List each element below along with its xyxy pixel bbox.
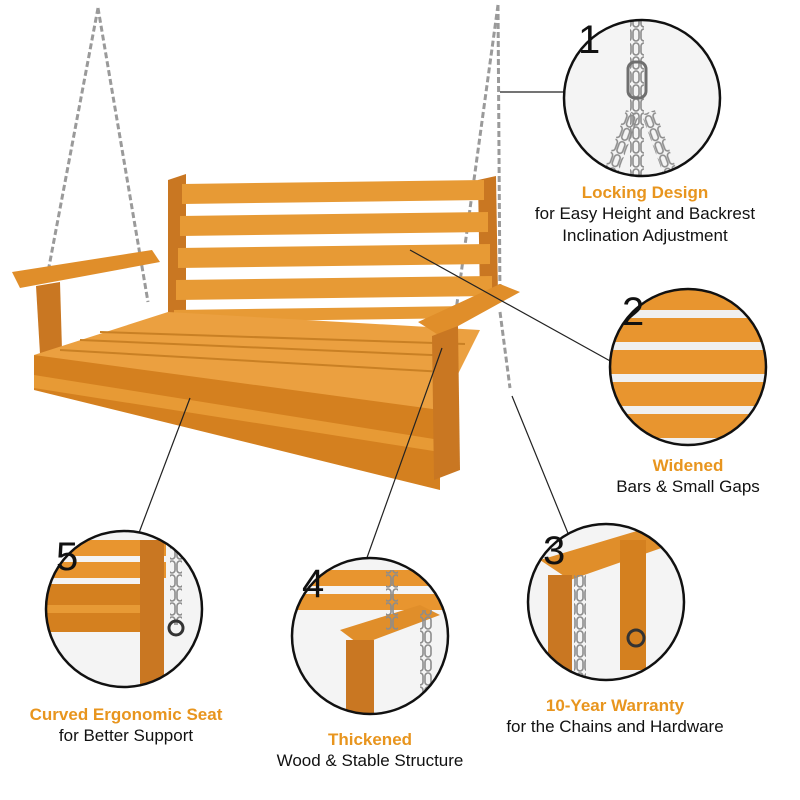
feature-number-4: 4 bbox=[302, 562, 325, 606]
feature-title: Locking Design bbox=[581, 183, 709, 202]
detail-circle-chain-lock bbox=[562, 18, 722, 178]
feature-subtitle: for the Chains and Hardware bbox=[506, 717, 724, 737]
leader-lines bbox=[133, 91, 613, 567]
detail-circle-slats bbox=[608, 287, 768, 447]
feature-subtitle: Inclination Adjustment bbox=[562, 225, 728, 245]
feature-subtitle: Wood & Stable Structure bbox=[276, 751, 464, 771]
detail-circle-wood-structure bbox=[290, 556, 450, 716]
feature-number-1: 1 bbox=[578, 18, 601, 62]
feature-subtitle: for Easy Height and Backrest bbox=[534, 204, 756, 224]
feature-number-3: 3 bbox=[543, 529, 566, 573]
feature-subtitle: Bars & Small Gaps bbox=[616, 477, 760, 497]
feature-label-3: 10-Year Warranty for the Chains and Hard… bbox=[470, 695, 760, 738]
feature-label-4: Thickened Wood & Stable Structure bbox=[240, 729, 500, 772]
feature-label-2: Widened Bars & Small Gaps bbox=[570, 455, 800, 498]
feature-title: Thickened bbox=[327, 730, 413, 749]
detail-circle-hardware bbox=[526, 522, 686, 682]
feature-number-5: 5 bbox=[56, 535, 79, 579]
feature-number-2: 2 bbox=[622, 290, 645, 334]
feature-title: Widened bbox=[652, 456, 724, 475]
feature-title: 10-Year Warranty bbox=[545, 696, 685, 715]
feature-label-1: Locking Design for Easy Height and Backr… bbox=[500, 182, 790, 246]
feature-label-5: Curved Ergonomic Seat for Better Support bbox=[6, 704, 246, 747]
swing-bench bbox=[12, 174, 520, 490]
feature-title: Curved Ergonomic Seat bbox=[29, 705, 223, 724]
feature-subtitle: for Better Support bbox=[58, 726, 194, 746]
